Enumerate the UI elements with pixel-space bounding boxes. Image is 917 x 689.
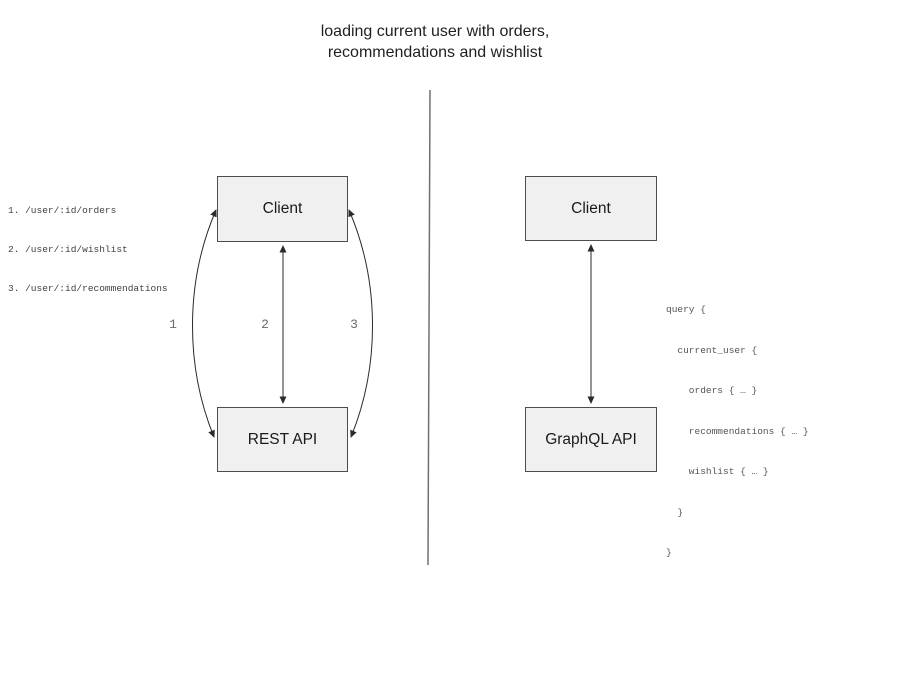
graphql-client-label: Client xyxy=(571,199,611,217)
diagram-title: loading current user with orders, recomm… xyxy=(230,21,640,63)
rest-client-label: Client xyxy=(262,200,303,217)
title-line-2: recommendations and wishlist xyxy=(327,44,543,61)
query-line-4: recommendations { … } xyxy=(666,425,809,437)
title-line-1: loading current user with orders, xyxy=(320,23,550,40)
graphql-client-box: Client xyxy=(525,176,657,241)
rest-client-box: Client xyxy=(217,176,348,242)
rest-api-box: REST API xyxy=(217,407,348,472)
query-line-5: wishlist { … } xyxy=(666,466,769,477)
rest-arrow-3-curve xyxy=(348,209,373,438)
arrow-label-3: 3 xyxy=(350,317,358,332)
query-line-1: query { xyxy=(666,304,706,315)
rest-api-label: REST API xyxy=(247,430,318,448)
query-line-2: current_user { xyxy=(666,344,758,356)
rest-endpoints-list: 1. /user/:id/orders 2. /user/:id/wishlis… xyxy=(8,178,168,321)
graphql-query: query { current_user { orders { … } reco… xyxy=(666,276,809,587)
arrow-label-2: 2 xyxy=(261,317,269,332)
rest-arrow-1-curve xyxy=(192,209,217,438)
graphql-api-label: GraphQL API xyxy=(545,430,637,448)
endpoint-line-3: 3. /user/:id/recommendations xyxy=(8,283,168,294)
query-line-6: } xyxy=(666,506,684,518)
query-line-3: orders { … } xyxy=(666,385,758,396)
divider-line xyxy=(427,89,431,566)
graphql-api-box: GraphQL API xyxy=(525,407,657,472)
query-line-7: } xyxy=(666,547,672,558)
arrow-label-1: 1 xyxy=(169,317,177,332)
endpoint-line-2: 2. /user/:id/wishlist xyxy=(8,244,128,255)
endpoint-line-1: 1. /user/:id/orders xyxy=(8,205,117,216)
